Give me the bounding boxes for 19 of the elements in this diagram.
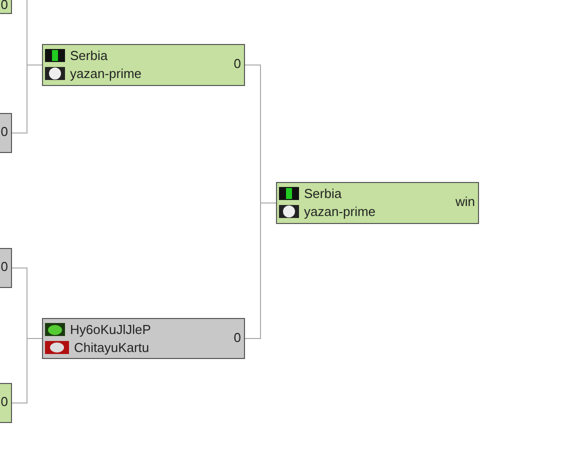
bracket-connector [12, 64, 42, 134]
score-text: 0 [0, 394, 8, 409]
player-name: yazan-prime [304, 204, 376, 219]
score-text: 0 [0, 259, 8, 274]
bracket-connector [12, 338, 42, 404]
match-box [42, 318, 245, 359]
player-name: Serbia [70, 48, 108, 63]
player-name: Serbia [304, 186, 342, 201]
bracket-connector [244, 202, 276, 339]
match-box [42, 44, 245, 86]
player-name: yazan-prime [70, 66, 142, 81]
score-text: win [455, 194, 475, 209]
score-text: 0 [0, 0, 8, 12]
player-name: ChitayuKartu [74, 340, 150, 355]
match-box [276, 182, 479, 224]
score-text: 0 [234, 330, 241, 344]
player-name: Hy6oKuJlJleP [70, 322, 151, 337]
score-text: 0 [0, 124, 8, 139]
score-text: 0 [234, 56, 241, 71]
